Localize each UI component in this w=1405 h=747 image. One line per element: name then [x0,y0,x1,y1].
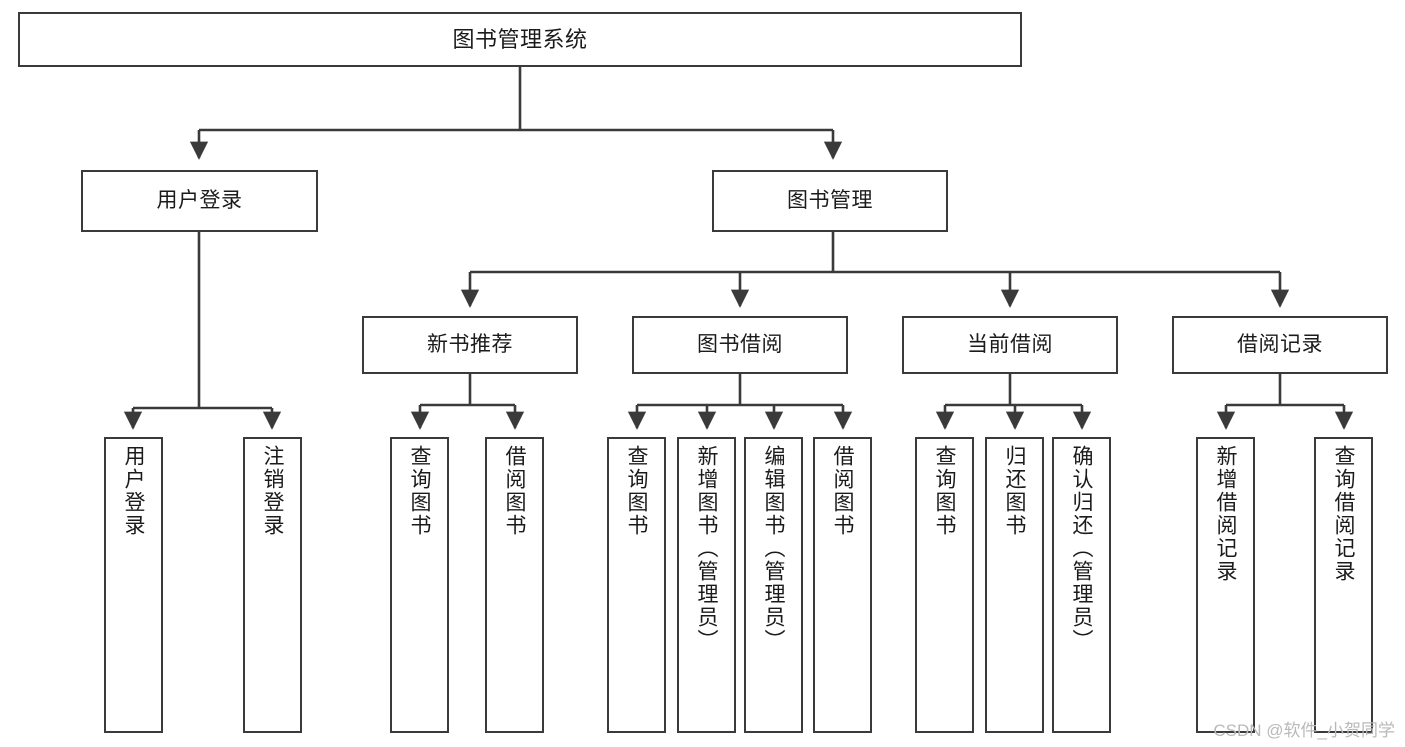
node-borrow-record[interactable]: 借阅记录 [1172,316,1388,374]
node-leaf-return-book[interactable]: 归还图书 [985,437,1044,733]
node-book-borrow[interactable]: 图书借阅 [632,316,848,374]
node-leaf-query-record[interactable]: 查询借阅记录 [1314,437,1373,733]
node-book-borrow-label: 图书借阅 [697,332,783,356]
node-leaf-user-logout[interactable]: 注销登录 [243,437,302,733]
node-leaf-confirm-return[interactable]: 确认归还（管理员） [1052,437,1111,733]
node-leaf-edit-book[interactable]: 编辑图书（管理员） [744,437,803,733]
node-book-management-label: 图书管理 [787,188,873,212]
node-leaf-borrow-book-2[interactable]: 借阅图书 [813,437,872,733]
node-user-login[interactable]: 用户登录 [81,170,318,232]
node-leaf-return-book-label: 归还图书 [1003,445,1026,537]
node-leaf-add-book-label: 新增图书（管理员） [695,445,718,652]
node-leaf-query-book-1-label: 查询图书 [408,445,431,537]
node-book-management[interactable]: 图书管理 [712,170,948,232]
watermark: CSDN @软件_小贺同学 [1213,721,1395,740]
node-current-borrow[interactable]: 当前借阅 [902,316,1118,374]
node-root-label: 图书管理系统 [452,26,588,52]
node-current-borrow-label: 当前借阅 [967,332,1053,356]
node-leaf-query-book-1[interactable]: 查询图书 [390,437,449,733]
node-leaf-query-book-3-label: 查询图书 [933,445,956,537]
node-leaf-confirm-return-label: 确认归还（管理员） [1070,445,1093,652]
node-leaf-add-book[interactable]: 新增图书（管理员） [677,437,736,733]
node-leaf-query-record-label: 查询借阅记录 [1332,445,1355,583]
node-leaf-borrow-book-2-label: 借阅图书 [831,445,854,537]
node-user-login-label: 用户登录 [156,188,243,212]
node-leaf-borrow-book-1[interactable]: 借阅图书 [485,437,544,733]
node-root[interactable]: 图书管理系统 [18,12,1022,67]
node-leaf-borrow-book-1-label: 借阅图书 [503,445,526,537]
node-leaf-query-book-2-label: 查询图书 [625,445,648,537]
node-leaf-edit-book-label: 编辑图书（管理员） [762,445,785,652]
node-borrow-record-label: 借阅记录 [1237,332,1323,356]
node-leaf-query-book-2[interactable]: 查询图书 [607,437,666,733]
node-leaf-query-book-3[interactable]: 查询图书 [915,437,974,733]
node-leaf-user-login[interactable]: 用户登录 [104,437,163,733]
node-new-book-recommend-label: 新书推荐 [427,332,513,356]
node-leaf-user-logout-label: 注销登录 [261,445,284,537]
node-leaf-user-login-label: 用户登录 [122,445,145,537]
node-new-book-recommend[interactable]: 新书推荐 [362,316,578,374]
node-leaf-add-record-label: 新增借阅记录 [1214,445,1237,583]
node-leaf-add-record[interactable]: 新增借阅记录 [1196,437,1255,733]
